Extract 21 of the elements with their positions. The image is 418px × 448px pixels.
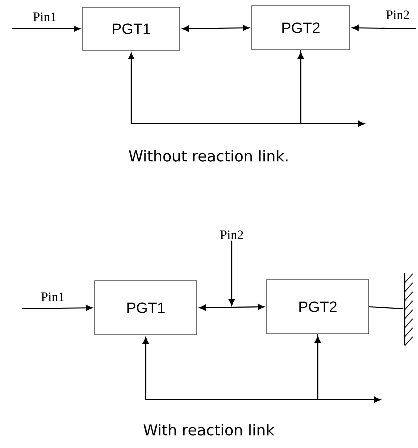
process-box: PGT2 xyxy=(266,280,370,334)
arrow xyxy=(317,334,381,403)
arrow xyxy=(12,26,81,32)
arrow xyxy=(142,336,321,401)
arrow xyxy=(128,52,304,125)
input-label: Pin2 xyxy=(220,230,244,240)
edge-label: Pin1 xyxy=(33,12,56,22)
ground-wall xyxy=(404,273,414,346)
arrow xyxy=(300,50,365,128)
process-box: PGT1 xyxy=(94,280,198,336)
caption: Without reaction link. xyxy=(129,150,288,162)
arrow xyxy=(352,25,416,32)
edge-label: Pin1 xyxy=(41,292,64,302)
arrow xyxy=(199,304,265,311)
arrow xyxy=(228,240,235,306)
edge-label: Pin2 xyxy=(386,10,410,20)
process-box: PGT2 xyxy=(252,6,350,50)
arrow xyxy=(182,25,250,32)
arrow xyxy=(22,305,93,312)
caption: With reaction link xyxy=(144,424,275,436)
process-box: PGT1 xyxy=(82,7,180,51)
